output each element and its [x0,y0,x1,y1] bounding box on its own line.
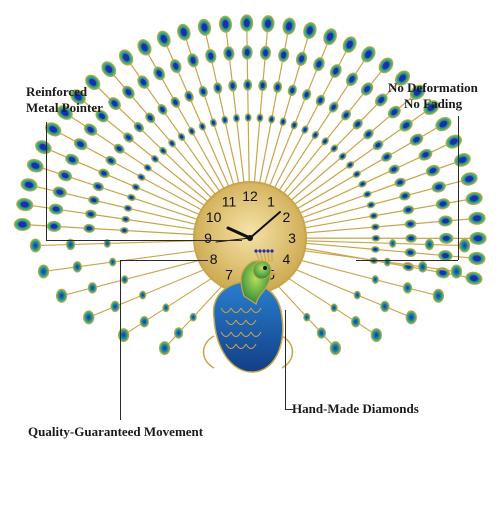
crest-gem [262,249,265,252]
feather-eye [459,239,470,252]
feather-eye [433,289,444,302]
feather-eye [304,313,310,321]
crest-gem [266,249,269,252]
dial-number: 8 [210,251,218,267]
feather-shaft [89,268,209,318]
feather-shaft [298,260,438,296]
feather-eye [38,265,49,278]
feather-eye [109,258,115,266]
leader-line-movement-horizontal [120,260,208,261]
dial-number: 11 [222,194,237,210]
crest-gem [254,249,257,252]
feather-eye [354,291,360,299]
feather-eye [159,342,170,355]
feather-eye [140,291,146,299]
feather-eye [451,265,462,278]
feather-eye [331,304,337,312]
callout-fading-line-1: No Deformation [388,80,478,96]
tail-curl-right [282,336,293,368]
feather-eye [418,262,426,273]
feather-gem [474,236,482,242]
feather-eye [111,301,119,312]
feather-eye [121,276,127,284]
crest-gem [258,249,261,252]
leader-line-fading-horizontal [356,260,458,261]
callout-reinforced-pointer: Reinforced Metal Pointer [26,84,103,116]
leader-line-fading-vertical [458,116,459,260]
feather-shaft [35,241,195,246]
feather-eye [425,239,433,250]
feather-eye [330,342,341,355]
feather-eye [390,239,396,247]
feather-eye [30,239,41,252]
peacock-eye [263,266,267,270]
tail-curl-left [204,336,215,368]
crest-gem [270,249,273,252]
hand-pivot [247,235,253,241]
callout-hand-made-diamonds: Hand-Made Diamonds [292,401,419,417]
callout-pointer-line-2: Metal Pointer [26,100,103,116]
leader-line-pointer-horizontal [46,240,242,241]
callout-no-deformation: No Deformation No Fading [388,80,478,112]
leader-line-movement-vertical [120,260,121,420]
dial-number: 4 [282,251,290,267]
feather-eye [351,316,359,327]
dial-number: 3 [288,230,296,246]
dial-number: 7 [225,266,233,282]
leader-line-diamonds-vertical [285,310,286,410]
leader-line-pointer-vertical [46,122,47,240]
feather-gem [443,236,450,241]
feather-eye [381,301,389,312]
feather-eye [406,311,417,324]
peacock-head [253,261,271,279]
callout-pointer-line-1: Reinforced [26,84,103,100]
feather-gem [374,237,378,240]
feather-eye [174,328,182,339]
feather-eye [190,313,196,321]
dial-number: 9 [204,230,212,246]
feather-eye [83,311,94,324]
feather-shaft [303,251,457,272]
feather-gem [408,236,413,240]
feather-shaft [291,268,411,318]
dial-number: 2 [282,209,290,225]
feather-eye [403,283,411,294]
callout-quality-movement: Quality-Guaranteed Movement [28,424,203,440]
feather-eye [88,283,96,294]
dial-number: 12 [242,188,258,204]
leader-line-diamonds-horizontal [285,409,293,410]
feather-eye [371,328,382,341]
dial-number: 1 [267,194,275,210]
feather-eye [140,316,148,327]
feather-eye [317,328,325,339]
feather-eye [73,262,81,273]
feather-shaft [62,260,202,296]
feather-eye [56,289,67,302]
feather-eye [372,276,378,284]
callout-fading-line-2: No Fading [388,96,478,112]
dial-number: 10 [206,209,222,225]
feather-eye [163,304,169,312]
